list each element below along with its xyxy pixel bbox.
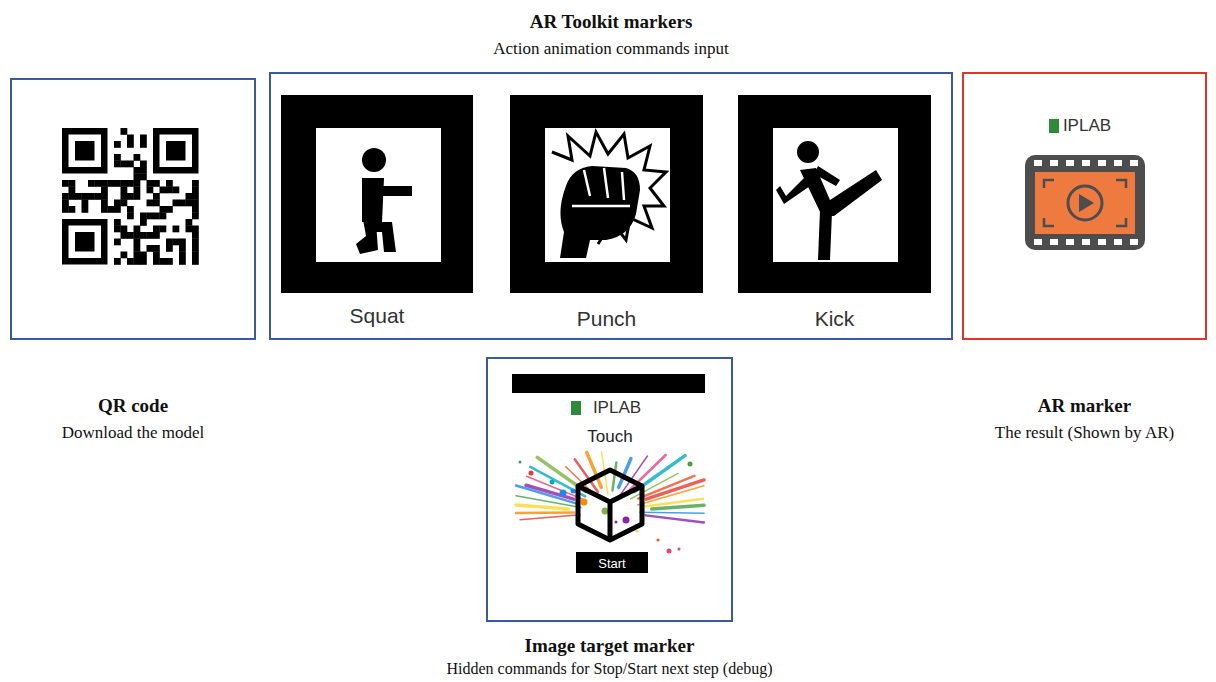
node-subtitle: Download the model	[62, 422, 205, 443]
image-target-art	[512, 374, 705, 573]
node-title: Image target marker	[525, 634, 695, 657]
logo-text: IPLAB	[593, 398, 641, 418]
touch-label: Touch	[587, 427, 632, 447]
node-subtitle: Hidden commands for Stop/Start next step…	[446, 659, 772, 679]
node-title: Kick	[815, 306, 855, 331]
start-button-label: Start	[598, 556, 625, 571]
squat-marker	[281, 95, 473, 293]
video-icon	[1025, 119, 1145, 250]
squat-marker: Squat	[283, 97, 475, 337]
node-subtitle: Action animation commands input	[493, 38, 729, 59]
node-title: AR Toolkit markers	[530, 10, 693, 33]
punch-marker	[510, 95, 703, 293]
node-title: Squat	[350, 303, 405, 328]
kick-marker: Kick	[740, 97, 933, 337]
kick-marker	[738, 95, 931, 293]
node-title: Punch	[577, 306, 637, 331]
node-subtitle: The result (Shown by AR)	[995, 422, 1174, 443]
node-title: QR code	[98, 394, 168, 417]
qr-code-box: QR codeDownload the model	[10, 78, 256, 340]
qr-code-pattern	[62, 128, 199, 265]
punch-marker: Punch	[512, 97, 705, 337]
image-target-box: Image target markerHidden commands for S…	[486, 357, 733, 622]
ar-result-box: AR markerThe result (Shown by AR)	[962, 72, 1207, 340]
node-title: AR marker	[1038, 394, 1131, 417]
logo-text: IPLAB	[1063, 116, 1111, 136]
marker-group-box: AR Toolkit markersAction animation comma…	[269, 72, 953, 340]
